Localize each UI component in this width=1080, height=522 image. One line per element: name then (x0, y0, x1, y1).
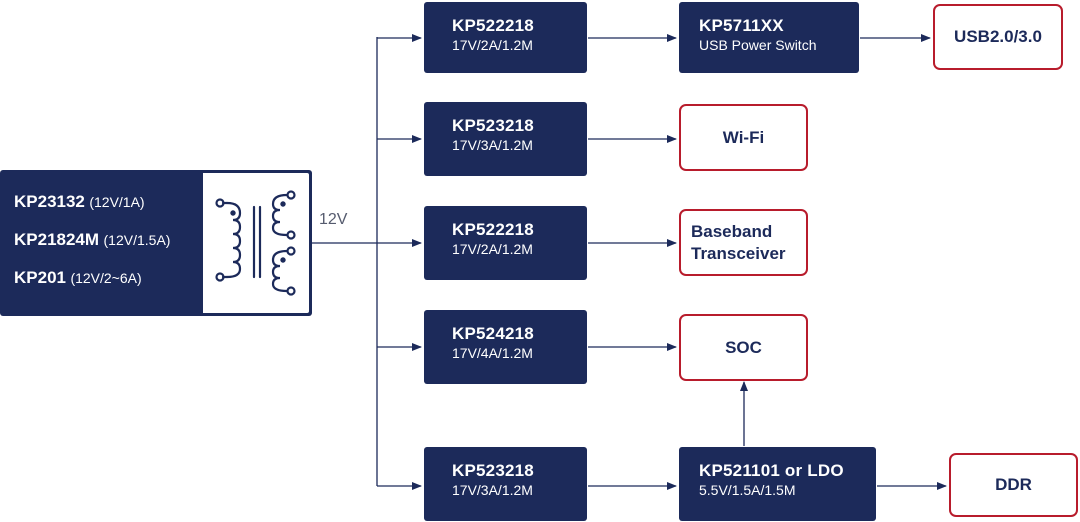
usb-switch-block: KP5711XX USB Power Switch (679, 2, 859, 73)
source-item: KP201 (12V/2~6A) (14, 266, 170, 304)
transformer-panel (203, 173, 309, 313)
source-item-params: (12V/1.5A) (103, 232, 171, 248)
source-item-params: (12V/2~6A) (70, 270, 142, 286)
chip-spec: USB Power Switch (699, 37, 817, 53)
load-ddr: DDR (949, 453, 1078, 517)
converter-block-1: KP522218 17V/2A/1.2M (424, 2, 587, 73)
chip-name: KP522218 (452, 220, 534, 239)
chip-spec: 5.5V/1.5A/1.5M (699, 482, 796, 498)
load-soc: SOC (679, 314, 808, 381)
bus-voltage-label: 12V (319, 211, 348, 228)
chip-name: KP523218 (452, 116, 534, 135)
power-source-block: KP23132 (12V/1A) KP21824M (12V/1.5A) KP2… (0, 170, 312, 316)
source-item-name: KP21824M (14, 230, 100, 249)
converter-block-2: KP523218 17V/3A/1.2M (424, 102, 587, 176)
chip-spec: 17V/3A/1.2M (452, 137, 533, 153)
baseband-label: Baseband Transceiver (691, 221, 786, 265)
baseband-line-2: Transceiver (691, 243, 786, 263)
chip-name: KP521101 or LDO (699, 461, 844, 480)
chip-name: KP523218 (452, 461, 534, 480)
ldo-block: KP521101 or LDO 5.5V/1.5A/1.5M (679, 447, 876, 521)
converter-block-5: KP523218 17V/3A/1.2M (424, 447, 587, 521)
converter-block-4: KP524218 17V/4A/1.2M (424, 310, 587, 384)
source-item: KP21824M (12V/1.5A) (14, 228, 170, 266)
source-list: KP23132 (12V/1A) KP21824M (12V/1.5A) KP2… (14, 190, 170, 304)
chip-spec: 17V/3A/1.2M (452, 482, 533, 498)
load-baseband: Baseband Transceiver (679, 209, 808, 276)
source-item-name: KP23132 (14, 192, 85, 211)
converter-block-3: KP522218 17V/2A/1.2M (424, 206, 587, 280)
chip-spec: 17V/4A/1.2M (452, 345, 533, 361)
load-wifi: Wi-Fi (679, 104, 808, 171)
chip-name: KP5711XX (699, 16, 784, 35)
chip-name: KP524218 (452, 324, 534, 343)
chip-spec: 17V/2A/1.2M (452, 241, 533, 257)
source-item-params: (12V/1A) (89, 194, 145, 210)
source-item-name: KP201 (14, 268, 66, 287)
chip-spec: 17V/2A/1.2M (452, 37, 533, 53)
load-usb: USB2.0/3.0 (933, 4, 1063, 70)
transformer-icon (215, 190, 296, 296)
baseband-line-1: Baseband (691, 221, 773, 241)
source-item: KP23132 (12V/1A) (14, 190, 170, 228)
chip-name: KP522218 (452, 16, 534, 35)
